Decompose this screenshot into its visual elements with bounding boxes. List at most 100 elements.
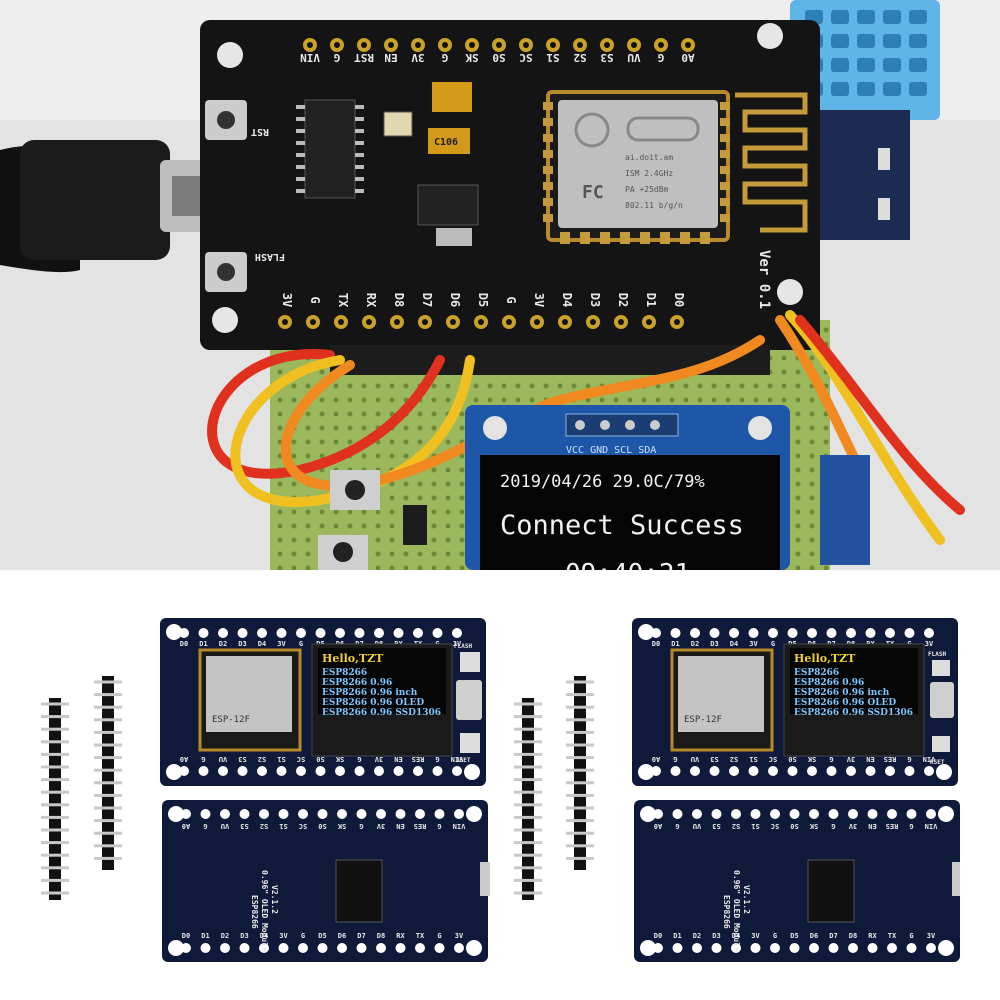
pin-label: D1 — [199, 640, 207, 648]
pin-hole — [887, 943, 897, 953]
left-reset-button[interactable] — [460, 733, 480, 753]
pin-label: G — [773, 932, 777, 940]
pin-label: D3 — [240, 932, 248, 940]
pin-hole — [770, 943, 780, 953]
pin-hole — [865, 628, 876, 638]
pin-hole — [846, 628, 856, 638]
pin-header-strip — [522, 698, 534, 900]
pin-label: 3V — [751, 932, 760, 940]
pin-label: S0 — [788, 755, 796, 763]
pin-hole — [220, 809, 230, 819]
pin-label: S1 — [279, 822, 287, 830]
pin-hole — [848, 809, 858, 819]
pin-label: S0 — [316, 755, 324, 763]
pin-hole — [904, 628, 915, 638]
pin-label: A0 — [654, 822, 662, 830]
left-rst-label: RSET — [456, 757, 471, 764]
oled-module: VCC GND SCL SDA 2019/04/26 29.0C/79% Con… — [465, 405, 790, 570]
pin-hole — [906, 943, 917, 953]
pin-hole — [787, 766, 798, 776]
pin-header-strip — [49, 698, 61, 900]
pin-label: VU — [693, 822, 701, 830]
pin-hole — [672, 809, 683, 819]
right-reset-button[interactable] — [932, 736, 950, 752]
top-pin-label: G — [441, 51, 448, 64]
pin-hole — [335, 628, 345, 638]
right-back-label-1: ESP8266 — [722, 895, 731, 929]
pin-hole — [374, 628, 384, 638]
capacitor-label: C106 — [434, 137, 458, 148]
pin-label: RES — [886, 822, 899, 830]
pin-hole — [789, 809, 800, 819]
left-screen-line-6: ESP8266 0.96 SSD1306 — [322, 708, 441, 718]
pin-label: D1 — [673, 932, 681, 940]
pin-hole — [315, 766, 326, 776]
pin-hole — [276, 766, 287, 776]
pin-hole — [807, 766, 817, 776]
oled-line-time: 09:40:21 — [565, 559, 690, 570]
pin-hole — [768, 766, 778, 776]
right-flash-button[interactable] — [932, 660, 950, 676]
pin-label: RX — [396, 932, 405, 940]
pin-hole — [926, 943, 936, 953]
pin-label: 3V — [453, 640, 462, 648]
pin-label: 3V — [455, 932, 464, 940]
pin-label: G — [831, 822, 835, 830]
flash-label: FLASH — [255, 251, 285, 262]
pin-label: G — [829, 755, 833, 763]
pin-hole — [200, 943, 211, 953]
pin-header-strip — [574, 676, 586, 870]
left-screen-line-4: ESP8266 0.96 inch — [322, 688, 418, 698]
pin-label: SK — [337, 822, 346, 830]
pin-hole — [356, 809, 367, 819]
pin-hole — [335, 766, 345, 776]
top-pin-label: 3V — [411, 51, 425, 64]
bottom-pin-label: G — [504, 296, 518, 303]
pin-hole — [748, 628, 759, 638]
pin-hole — [828, 943, 839, 953]
pin-hole — [354, 766, 365, 776]
pin-label: S1 — [749, 755, 757, 763]
pin-label: D3 — [712, 932, 720, 940]
bottom-pin-label: D8 — [392, 293, 406, 307]
pin-label: SC — [299, 822, 307, 830]
pin-hole — [376, 943, 386, 953]
module-line-2: ISM 2.4GHz — [625, 169, 673, 178]
left-back-label-3: V2.1.2 — [270, 885, 279, 914]
pin-hole — [200, 809, 211, 819]
pin-hole — [296, 766, 306, 776]
pin-hole — [887, 809, 897, 819]
pin-hole — [904, 766, 915, 776]
right-rst-label: RSET — [930, 759, 945, 766]
left-flash-button[interactable] — [460, 652, 480, 672]
left-product-set: D0A0D1GD2VUD3S3D4S23VS1GSCD5S0D6SKD7GD83… — [41, 618, 490, 962]
pin-label: A0 — [652, 755, 660, 763]
pin-label: VU — [219, 755, 227, 763]
pin-label: D2 — [219, 640, 227, 648]
top-pin-label: S2 — [573, 51, 586, 64]
pin-label: D2 — [691, 640, 699, 648]
top-pin-label: S3 — [600, 51, 613, 64]
pin-hole — [692, 809, 702, 819]
pin-label: D0 — [182, 932, 190, 940]
right-screen-line-3: ESP8266 0.96 — [794, 678, 864, 688]
right-screen-line-1: Hello,TZT — [794, 652, 856, 665]
pin-label: D1 — [201, 932, 209, 940]
pin-label: 3V — [749, 640, 758, 648]
pin-label: SC — [769, 755, 777, 763]
left-back-board — [162, 800, 488, 962]
pin-label: RES — [414, 822, 427, 830]
pin-hole — [826, 766, 837, 776]
top-pin-label: G — [333, 51, 340, 64]
pin-hole — [259, 943, 269, 953]
pin-hole — [670, 766, 681, 776]
pin-hole — [315, 628, 326, 638]
pin-hole — [356, 943, 367, 953]
pin-hole — [434, 809, 445, 819]
pin-label: VU — [221, 822, 229, 830]
pin-hole — [432, 766, 443, 776]
oled-header-labels: VCC GND SCL SDA — [566, 445, 656, 456]
top-pin-label: EN — [384, 51, 397, 64]
pin-label: S0 — [790, 822, 798, 830]
pin-label: 3V — [376, 822, 385, 830]
